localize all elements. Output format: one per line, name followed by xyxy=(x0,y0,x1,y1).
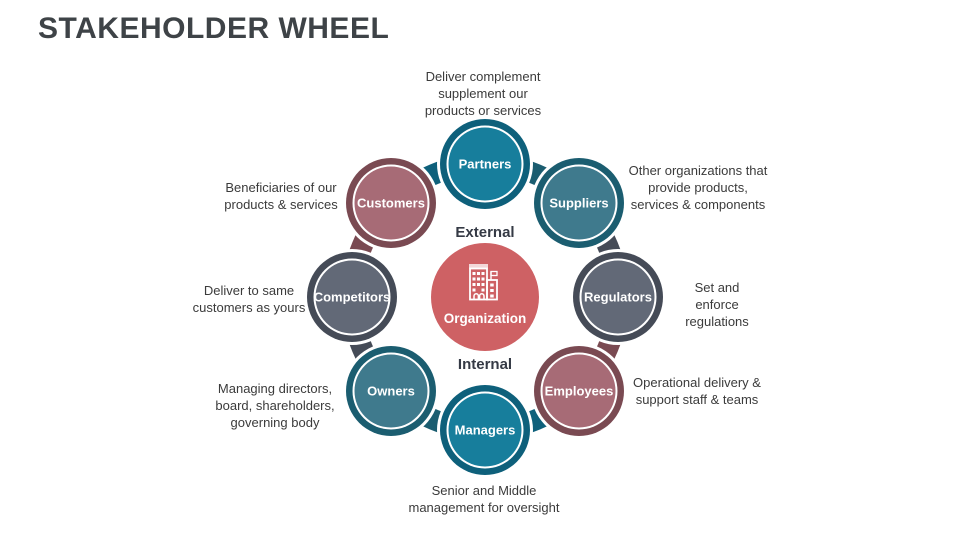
node-fill xyxy=(315,260,389,334)
node-fill xyxy=(542,166,616,240)
node-label-suppliers: Suppliers xyxy=(549,196,608,211)
wheel-node-customers: Customers xyxy=(343,155,439,251)
building-icon xyxy=(469,264,498,301)
node-fill xyxy=(354,166,428,240)
wheel-node-owners: Owners xyxy=(343,343,439,439)
wheel-node-employees: Employees xyxy=(531,343,627,439)
stakeholder-wheel-diagram: Partners Suppliers Regulators Employees xyxy=(304,116,666,478)
internal-zone-label: Internal xyxy=(458,356,512,373)
node-fill xyxy=(542,354,616,428)
center-fill xyxy=(431,243,539,351)
node-description-employees: Operational delivery & support staff & t… xyxy=(633,375,761,408)
node-label-managers: Managers xyxy=(455,423,516,438)
node-fill xyxy=(581,260,655,334)
wheel-node-suppliers: Suppliers xyxy=(531,155,627,251)
node-description-competitors: Deliver to same customers as yours xyxy=(192,283,306,316)
node-description-regulators: Set and enforce regulations xyxy=(685,280,749,330)
node-description-partners: Deliver complement supplement our produc… xyxy=(424,69,542,119)
node-label-regulators: Regulators xyxy=(584,290,652,305)
wheel-node-managers: Managers xyxy=(437,382,533,478)
wheel-node-competitors: Competitors xyxy=(304,249,400,345)
node-label-customers: Customers xyxy=(357,196,425,211)
wheel-node-partners: Partners xyxy=(437,116,533,212)
page-title: STAKEHOLDER WHEEL xyxy=(38,12,390,45)
node-fill xyxy=(448,127,522,201)
center-circle: Organization xyxy=(431,243,539,351)
node-label-competitors: Competitors xyxy=(314,290,391,305)
node-fill xyxy=(448,393,522,467)
node-label-partners: Partners xyxy=(459,157,512,172)
wheel-node-regulators: Regulators xyxy=(570,249,666,345)
node-description-customers: Beneficiaries of our products & services xyxy=(224,180,338,213)
node-label-owners: Owners xyxy=(367,384,415,399)
node-description-owners: Managing directors, board, shareholders,… xyxy=(215,381,335,431)
external-zone-label: External xyxy=(455,224,514,241)
node-fill xyxy=(354,354,428,428)
organization-label: Organization xyxy=(444,311,527,326)
node-label-employees: Employees xyxy=(545,384,614,399)
node-description-suppliers: Other organizations that provide product… xyxy=(628,163,768,213)
node-description-managers: Senior and Middle management for oversig… xyxy=(408,483,560,516)
